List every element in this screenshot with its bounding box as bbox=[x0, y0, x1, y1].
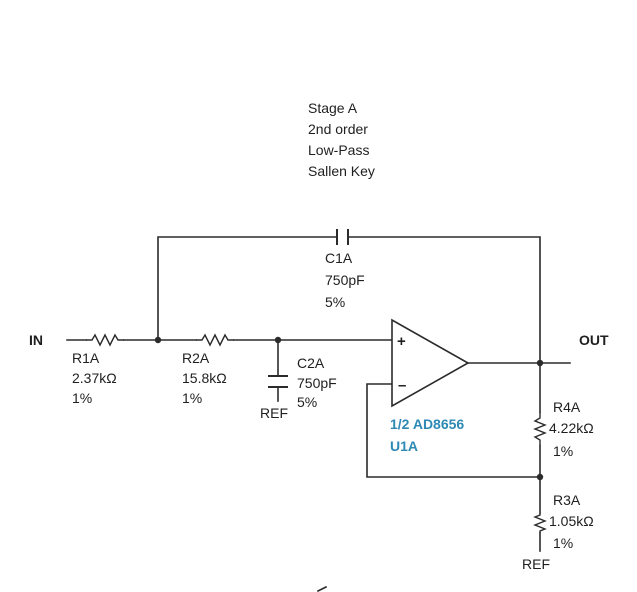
resistor-r2a bbox=[196, 333, 234, 347]
output-port-label: OUT bbox=[579, 332, 609, 348]
opamp-symbol bbox=[391, 318, 470, 408]
stage-title-line-4: Sallen Key bbox=[308, 163, 375, 179]
r3a-tolerance: 1% bbox=[553, 535, 573, 551]
r4a-tolerance: 1% bbox=[553, 443, 573, 459]
junctions bbox=[154, 336, 544, 481]
r2a-label: R2A 15.8kΩ 1% bbox=[182, 350, 227, 406]
resistor-r3a bbox=[533, 513, 547, 533]
c2a-ref: C2A bbox=[297, 355, 325, 371]
junction-r2a-plus bbox=[274, 336, 282, 344]
r4a-value: 4.22kΩ bbox=[549, 420, 594, 436]
r2a-tolerance: 1% bbox=[182, 390, 202, 406]
r3a-value: 1.05kΩ bbox=[549, 513, 594, 529]
c2a-label: C2A 750pF 5% REF bbox=[260, 355, 337, 421]
c1a-value: 750pF bbox=[325, 272, 365, 288]
input-port-label: IN bbox=[29, 332, 43, 348]
c1a-tolerance: 5% bbox=[325, 294, 345, 310]
opamp-part-number: 1/2 AD8656 bbox=[390, 416, 464, 432]
r1a-tolerance: 1% bbox=[72, 390, 92, 406]
stage-title-line-2: 2nd order bbox=[308, 121, 368, 137]
opamp-plus-sign: + bbox=[397, 333, 406, 350]
opamp-designator: U1A bbox=[390, 438, 418, 454]
r1a-value: 2.37kΩ bbox=[72, 370, 117, 386]
opamp-label: 1/2 AD8656 U1A bbox=[390, 416, 464, 454]
junction-output bbox=[536, 359, 544, 367]
c2a-value: 750pF bbox=[297, 375, 337, 391]
capacitor-c2a bbox=[268, 375, 288, 388]
wire-feedback-minus bbox=[366, 383, 541, 478]
r3a-ground-ref: REF bbox=[522, 556, 550, 572]
stage-title-line-3: Low-Pass bbox=[308, 142, 369, 158]
wire-c1a-right bbox=[347, 236, 541, 364]
junction-divider bbox=[536, 473, 544, 481]
r3a-label: R3A 1.05kΩ 1% REF bbox=[522, 492, 594, 572]
r1a-label: R1A 2.37kΩ 1% bbox=[72, 350, 117, 406]
r1a-ref: R1A bbox=[72, 350, 100, 366]
c1a-label: C1A 750pF 5% bbox=[325, 250, 365, 310]
opamp-minus-sign: – bbox=[398, 377, 406, 394]
c1a-ref: C1A bbox=[325, 250, 353, 266]
junction-r1a-r2a bbox=[154, 336, 162, 344]
capacitor-c1a bbox=[336, 229, 349, 245]
r2a-ref: R2A bbox=[182, 350, 210, 366]
c2a-ground-ref: REF bbox=[260, 405, 288, 421]
r2a-value: 15.8kΩ bbox=[182, 370, 227, 386]
stray-mark bbox=[316, 585, 328, 592]
r3a-ref: R3A bbox=[553, 492, 581, 508]
wire-c1a-left bbox=[157, 236, 338, 341]
r4a-ref: R4A bbox=[553, 399, 581, 415]
stage-title-line-1: Stage A bbox=[308, 100, 358, 116]
wires bbox=[66, 236, 571, 552]
resistor-r4a bbox=[533, 412, 547, 446]
resistor-r1a bbox=[86, 333, 124, 347]
stage-title: Stage A 2nd order Low-Pass Sallen Key bbox=[308, 100, 375, 179]
c2a-tolerance: 5% bbox=[297, 394, 317, 410]
r4a-label: R4A 4.22kΩ 1% bbox=[549, 399, 594, 459]
